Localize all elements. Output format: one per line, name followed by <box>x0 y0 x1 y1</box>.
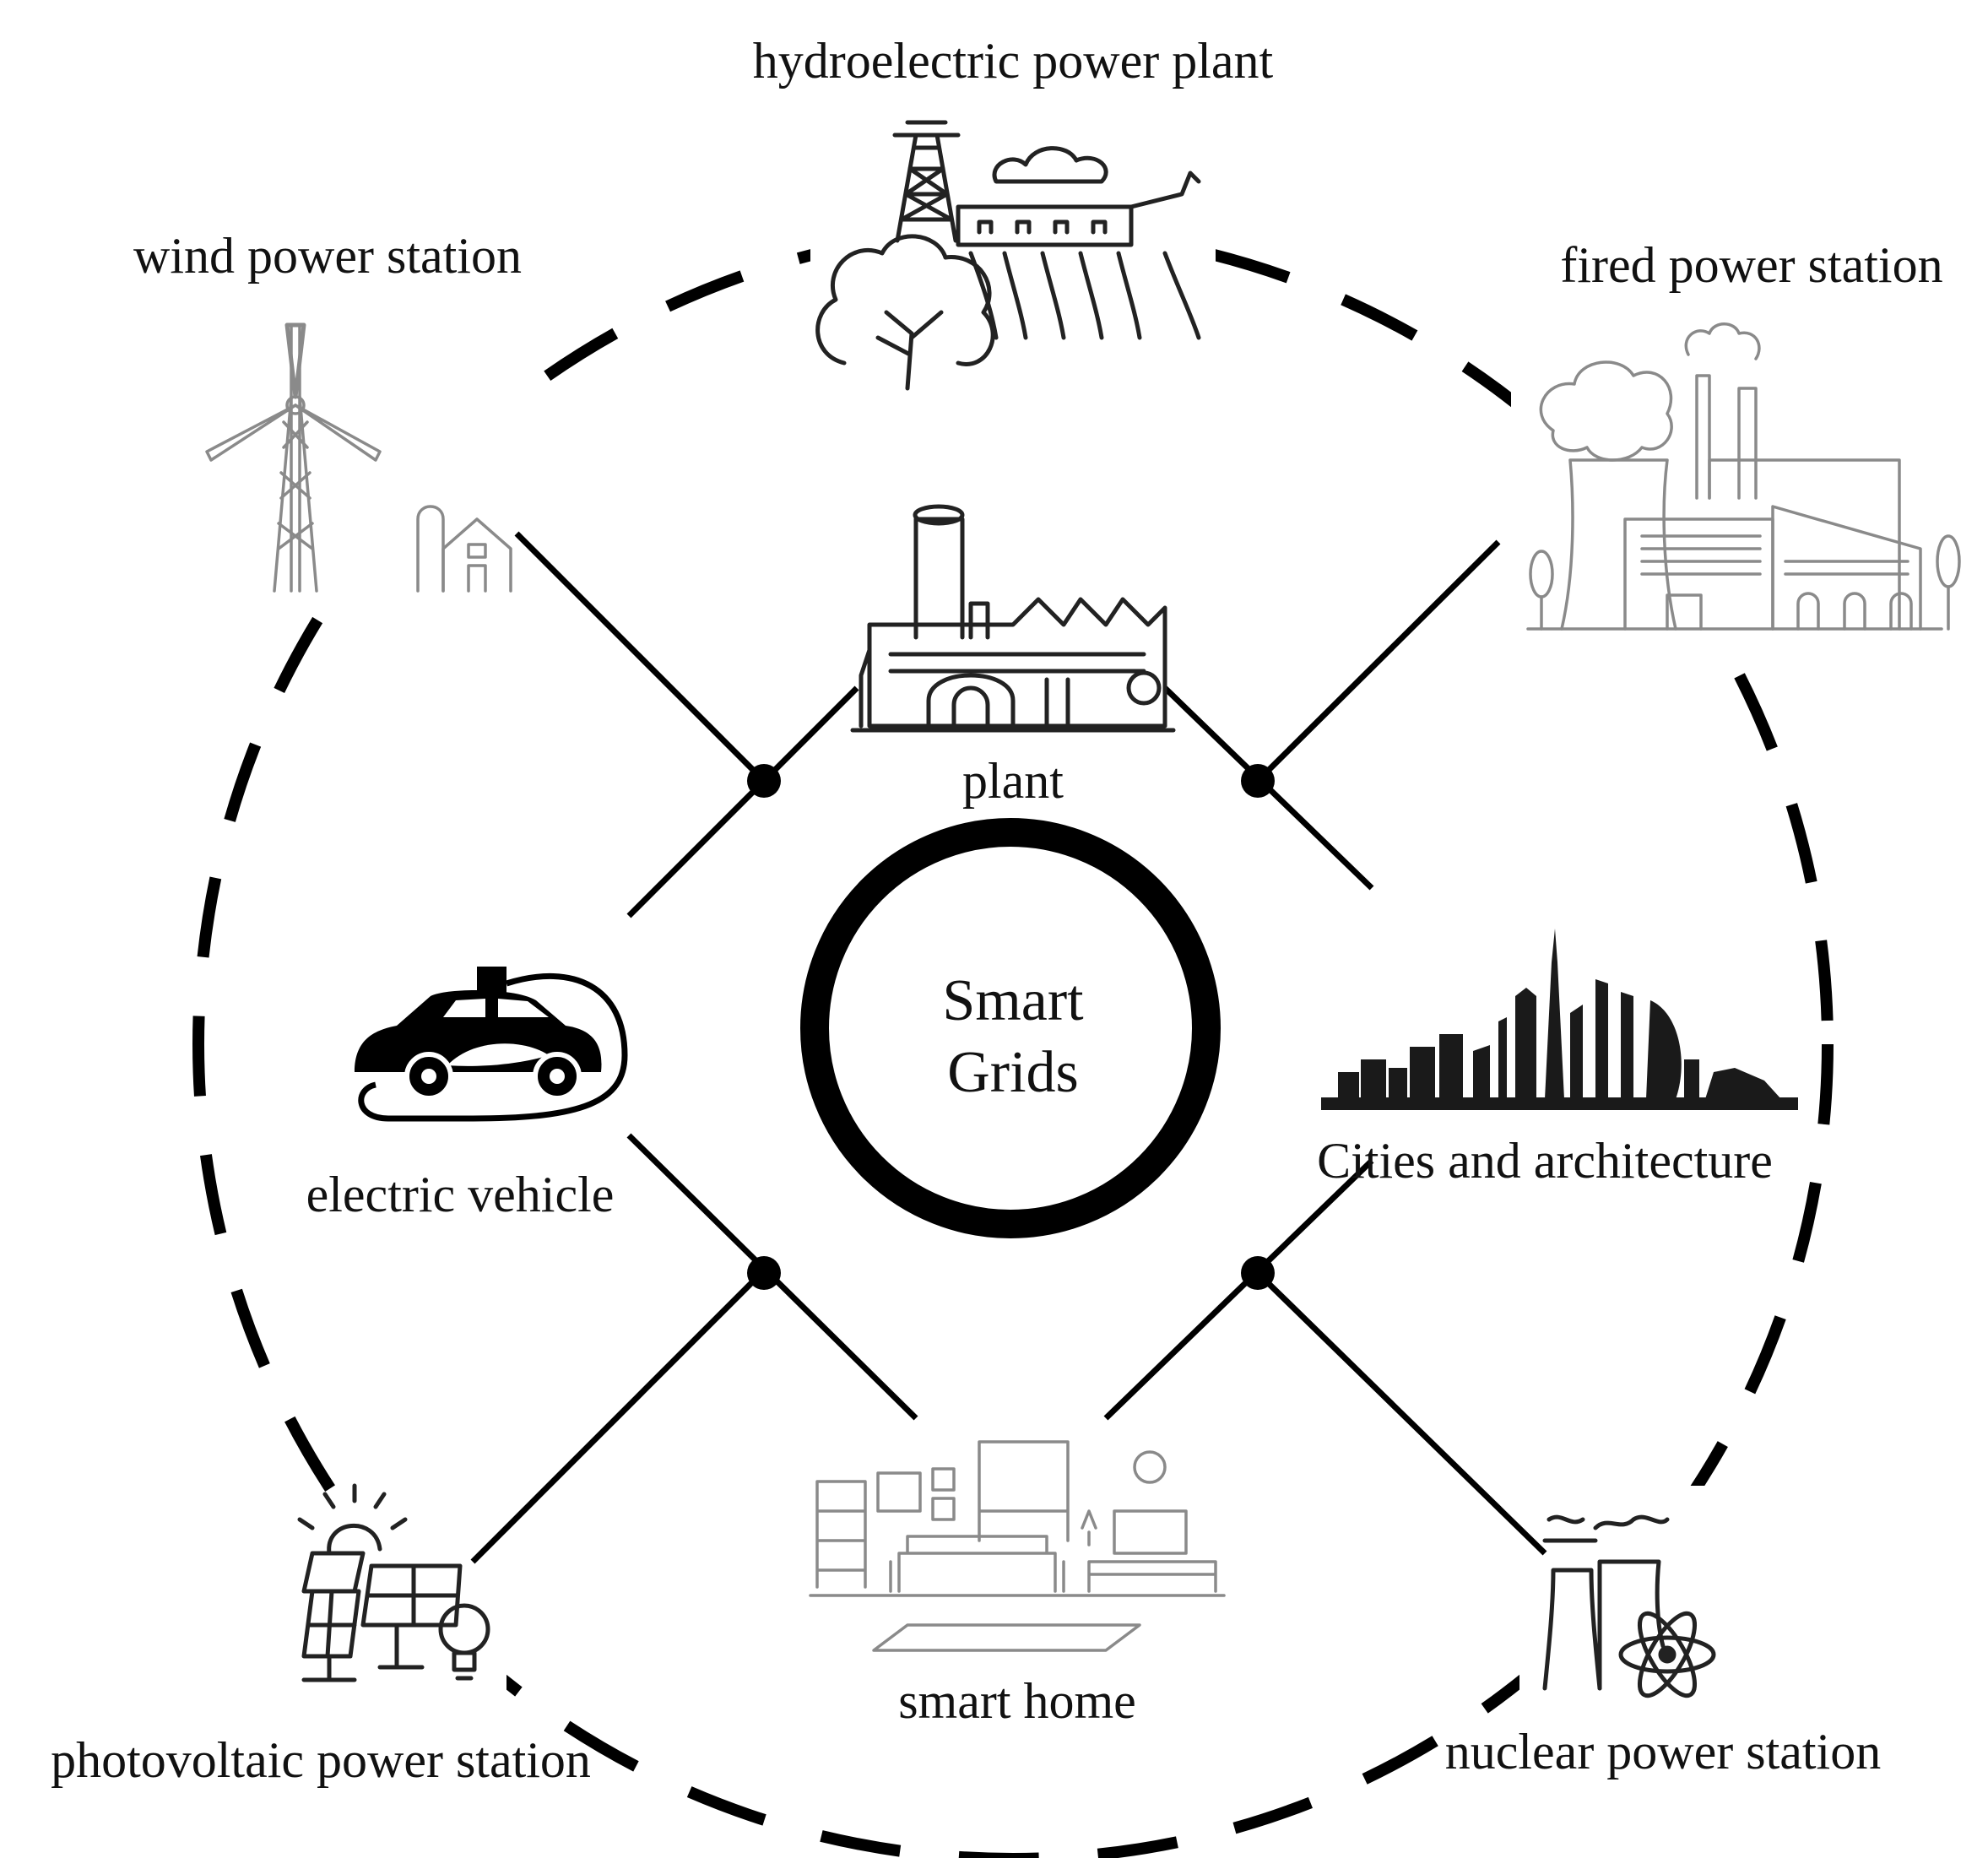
junction-dot <box>1241 1256 1275 1290</box>
thermal-power-plant-icon <box>1526 322 1961 631</box>
living-room-icon <box>809 1440 1226 1652</box>
label-hydro: hydroelectric power plant <box>753 33 1274 89</box>
junction-dot <box>747 1256 781 1290</box>
label-fired: fired power station <box>1560 237 1942 293</box>
connector-lines <box>470 531 1547 1564</box>
label-plant: plant <box>962 753 1064 809</box>
center-title-line1: Smart <box>942 968 1084 1033</box>
junction-dot <box>1241 764 1275 798</box>
solar-panel-icon <box>297 1483 490 1682</box>
connector-wind <box>514 531 766 783</box>
junction-dot <box>747 764 781 798</box>
connector-fired <box>1255 539 1501 783</box>
label-nuclear: nuclear power station <box>1445 1724 1881 1779</box>
hydroelectric-dam-icon <box>815 120 1201 391</box>
city-skyline-icon <box>1321 929 1798 1110</box>
nuclear-plant-icon <box>1542 1514 1716 1698</box>
label-wind: wind power station <box>133 228 522 284</box>
ring-masks <box>194 118 1984 1722</box>
connector-plant-ev <box>626 685 859 918</box>
wind-turbine-icon <box>205 322 512 593</box>
label-ev: electric vehicle <box>306 1167 615 1222</box>
factory-icon <box>850 504 1176 733</box>
connector-pv <box>470 1268 766 1564</box>
electric-car-icon <box>355 967 628 1122</box>
label-home: smart home <box>898 1673 1136 1729</box>
label-pv: photovoltaic power station <box>51 1732 591 1788</box>
connector-nuclear <box>1255 1270 1547 1556</box>
connector-cities-home <box>1103 1158 1374 1421</box>
center-ring <box>800 818 1221 1238</box>
label-cities: Cities and architecture <box>1317 1133 1773 1189</box>
center-title-line2: Grids <box>947 1040 1079 1105</box>
junction-dots <box>747 764 1275 1290</box>
